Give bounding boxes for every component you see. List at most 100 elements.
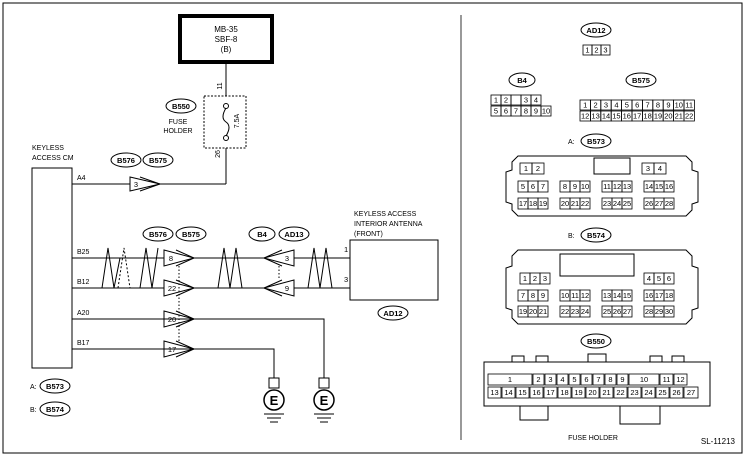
- pin-number: 11: [663, 375, 671, 384]
- oval-b576-mid: B576: [142, 226, 174, 242]
- pin-cell: [501, 386, 516, 399]
- pin-number: 5: [625, 101, 629, 110]
- pin-number: 24: [581, 307, 589, 316]
- pin-number: 18: [560, 388, 568, 397]
- pin-number: 12: [676, 375, 684, 384]
- svg-text:E: E: [270, 393, 279, 408]
- pin-number: 13: [603, 291, 611, 300]
- pin-number: 28: [645, 307, 653, 316]
- pin-number: 21: [602, 388, 610, 397]
- pin-number: 20: [664, 112, 672, 121]
- b573-prefix: A:: [568, 139, 575, 146]
- svg-text:B4: B4: [257, 230, 267, 239]
- interior-antenna-box: [349, 239, 439, 301]
- pin-number: 8: [563, 182, 567, 191]
- pin-number: 10: [640, 375, 648, 384]
- pin-number: 21: [675, 112, 683, 121]
- connector-b550-housing: [483, 353, 711, 425]
- pin-number: 22: [685, 112, 693, 121]
- pin-number: 21: [571, 199, 579, 208]
- wire-b17: [72, 348, 275, 378]
- pin-cell: [683, 110, 695, 122]
- svg-text:B550: B550: [172, 102, 190, 111]
- connector-arrow-b4-pin9: 9: [262, 279, 295, 297]
- svg-text:B576: B576: [117, 156, 135, 165]
- antenna-pin-3: 3: [344, 275, 348, 284]
- oval-b550: B550: [165, 98, 197, 114]
- pin-number: 9: [573, 182, 577, 191]
- pin-cell: [683, 99, 695, 111]
- oval-b550-right: B550: [580, 333, 612, 349]
- svg-text:3: 3: [134, 180, 138, 189]
- ground-left: E: [263, 377, 285, 423]
- oval-b573-right: B573: [580, 133, 612, 149]
- pin-number: 27: [655, 199, 663, 208]
- pin-cell: [531, 162, 545, 175]
- pin-number: 26: [613, 307, 621, 316]
- pin-number: 3: [646, 164, 650, 173]
- pin-number: 3: [603, 46, 607, 55]
- pin-number: 7: [646, 101, 650, 110]
- connector-b573-housing: [505, 155, 699, 217]
- pin-number: 1: [508, 375, 512, 384]
- pin-number: 25: [603, 307, 611, 316]
- svg-text:B575: B575: [149, 156, 167, 165]
- fuse-holder-symbol: 11 7.5A 26: [203, 62, 247, 184]
- connector-arrow-pin3: 3: [129, 176, 162, 192]
- ground-right: E: [313, 377, 335, 423]
- pin-cell: [532, 373, 545, 386]
- pin-cell: [487, 373, 533, 386]
- power-line-3: (B): [221, 45, 232, 54]
- pin-cell: [663, 305, 675, 318]
- pin-number: 17: [519, 199, 527, 208]
- pin-number: 7: [596, 375, 600, 384]
- pin-cell: [592, 373, 605, 386]
- pin-number: 12: [613, 182, 621, 191]
- pin-number: 9: [620, 375, 624, 384]
- legend-a-oval: B573: [39, 378, 71, 394]
- pin-number: 7: [514, 107, 518, 116]
- pin-number: 11: [685, 101, 693, 110]
- pin-number: 2: [504, 96, 508, 105]
- pin-number: 8: [656, 101, 660, 110]
- pin-cell: [487, 386, 502, 399]
- antenna-label-3: (FRONT): [354, 231, 383, 238]
- pin-number: 13: [591, 112, 599, 121]
- pin-number: 18: [643, 112, 651, 121]
- pin-number: 10: [542, 107, 550, 116]
- svg-text:B576: B576: [149, 230, 167, 239]
- pin-cell: [579, 197, 591, 210]
- pin-number: 5: [521, 182, 525, 191]
- pin-number: 18: [665, 291, 673, 300]
- pin-number: 22: [616, 388, 624, 397]
- pin-number: 1: [524, 164, 528, 173]
- twist-marks: [101, 247, 333, 289]
- module-name-1: KEYLESS: [32, 145, 64, 152]
- pin-number: 23: [603, 199, 611, 208]
- pin-number: 7: [521, 291, 525, 300]
- pin-cell: [529, 386, 544, 399]
- pin-cell: [537, 289, 549, 302]
- oval-ad12-left: AD12: [377, 305, 409, 321]
- pin-number: 16: [645, 291, 653, 300]
- b574-prefix: B:: [568, 233, 575, 240]
- pin-number: 27: [623, 307, 631, 316]
- oval-b575-mid: B575: [175, 226, 207, 242]
- svg-text:E: E: [320, 393, 329, 408]
- oval-b4-right: B4: [508, 72, 536, 88]
- pin-cell: [663, 197, 675, 210]
- pin-cell: [510, 94, 522, 106]
- oval-b575-right: B575: [625, 72, 657, 88]
- pin-cell: [543, 386, 558, 399]
- pin-cell: [571, 386, 586, 399]
- module-pin-b25: B25: [77, 249, 90, 256]
- pin-cell: [515, 386, 530, 399]
- pin-number: 17: [655, 291, 663, 300]
- pin-number: 14: [645, 182, 653, 191]
- pin-number: 16: [665, 182, 673, 191]
- pin-number: 6: [584, 375, 588, 384]
- svg-text:AD13: AD13: [284, 230, 303, 239]
